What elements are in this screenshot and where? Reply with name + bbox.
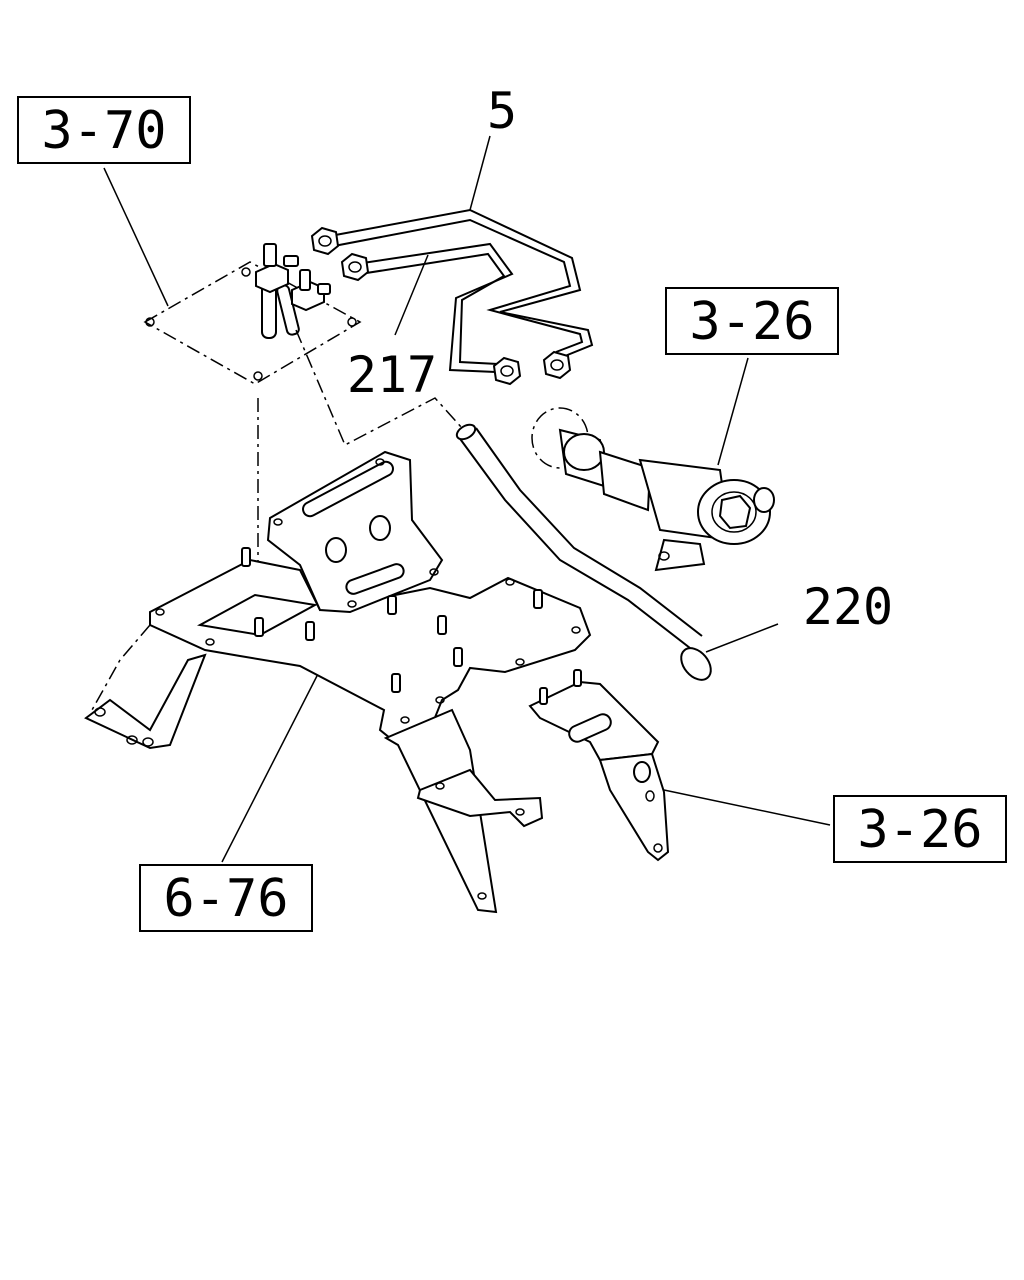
part-number-5[interactable]: 5 [487,82,517,140]
stud [254,617,264,637]
callout-3-26-lower-label: 3-26 [857,800,982,860]
routing-line [295,329,463,447]
leader-3-70 [103,167,169,307]
stud [533,589,543,609]
leader-5 [469,135,491,211]
leader-3-26-lower [663,789,831,826]
solenoid-valve [531,407,775,572]
callout-6-76-label: 6-76 [163,869,288,929]
stud [387,595,397,615]
valve-bracket [528,669,670,862]
callout-3-70[interactable]: 3-70 [17,96,191,164]
brake-pipes [310,208,594,386]
part-number-217[interactable]: 217 [347,346,437,404]
tube-nut [340,252,370,282]
callout-3-26-upper-label: 3-26 [689,292,814,352]
callout-3-26-lower[interactable]: 3-26 [833,795,1007,863]
stud [453,647,463,667]
callout-3-70-label: 3-70 [41,101,166,161]
tube-nut [492,356,522,386]
stud [437,615,447,635]
leader-3-26-upper [717,357,749,466]
hose-220 [455,423,712,681]
callout-3-26-upper[interactable]: 3-26 [665,287,839,355]
part-number-220[interactable]: 220 [803,578,893,636]
leader-6-76 [221,669,321,863]
stud [241,547,251,567]
stud [391,673,401,693]
valve-fitting-assembly [143,243,362,622]
main-bracket [84,450,592,914]
callout-6-76[interactable]: 6-76 [139,864,313,932]
gasket-outline [143,261,362,385]
stud [305,621,315,641]
leader-217 [394,254,429,336]
leader-220 [705,623,779,653]
tube-nut [310,226,340,256]
tube-nut [542,350,572,380]
